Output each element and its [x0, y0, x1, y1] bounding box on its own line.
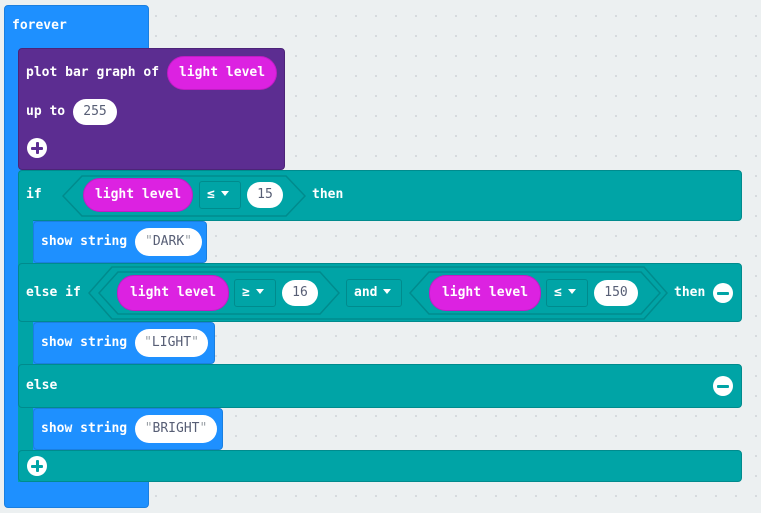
plot-bar-graph-label: plot bar graph of [26, 65, 160, 80]
show-string-label: show string [41, 421, 128, 436]
chevron-down-icon [567, 289, 576, 294]
quote-close: " [191, 335, 199, 350]
operator-dropdown[interactable]: ≤ [199, 181, 241, 209]
string-value[interactable]: "BRIGHT" [135, 415, 217, 443]
if-label: if [26, 187, 42, 202]
string-text: DARK [152, 234, 185, 249]
string-text: LIGHT [151, 335, 192, 350]
if-block-spine [18, 210, 33, 482]
else-if-label: else if [26, 285, 81, 300]
compare-value[interactable]: 150 [594, 280, 638, 306]
string-text: BRIGHT [152, 421, 200, 436]
quote-open: " [144, 421, 153, 436]
show-string-label: show string [41, 234, 128, 249]
chevron-down-icon [383, 289, 392, 294]
show-string-label: show string [41, 335, 128, 350]
compare-value[interactable]: 15 [247, 182, 283, 208]
operator-value: ≤ [207, 187, 215, 202]
plus-icon[interactable] [27, 456, 47, 476]
else-row[interactable] [18, 364, 742, 408]
and-label: and [354, 285, 378, 300]
operator-dropdown[interactable]: ≥ [234, 279, 276, 307]
operator-value: ≥ [242, 285, 250, 300]
quote-open: " [144, 335, 152, 350]
light-level-reporter[interactable]: light level [429, 275, 541, 311]
else-label: else [26, 378, 58, 393]
up-to-value[interactable]: 255 [73, 99, 117, 125]
quote-close: " [199, 421, 208, 436]
string-value[interactable]: "LIGHT" [135, 329, 208, 357]
quote-open: " [145, 234, 153, 249]
if-block-footer [18, 450, 742, 482]
chevron-down-icon [255, 289, 264, 294]
compare-value[interactable]: 16 [282, 280, 318, 306]
forever-label: forever [12, 18, 67, 33]
light-level-reporter[interactable]: light level [167, 56, 277, 90]
quote-close: " [184, 234, 192, 249]
light-level-reporter[interactable]: light level [83, 178, 193, 212]
up-to-label: up to [26, 104, 66, 119]
then-label: then [312, 187, 344, 202]
then-label: then [674, 285, 706, 300]
light-level-reporter[interactable]: light level [117, 275, 229, 311]
operator-value: ≤ [554, 285, 562, 300]
and-dropdown[interactable]: and [346, 279, 402, 307]
operator-dropdown[interactable]: ≤ [546, 279, 588, 307]
minus-icon[interactable] [713, 283, 733, 303]
minus-icon[interactable] [713, 376, 733, 396]
chevron-down-icon [220, 191, 229, 196]
plus-icon[interactable] [27, 138, 47, 158]
string-value[interactable]: "DARK" [135, 228, 202, 256]
